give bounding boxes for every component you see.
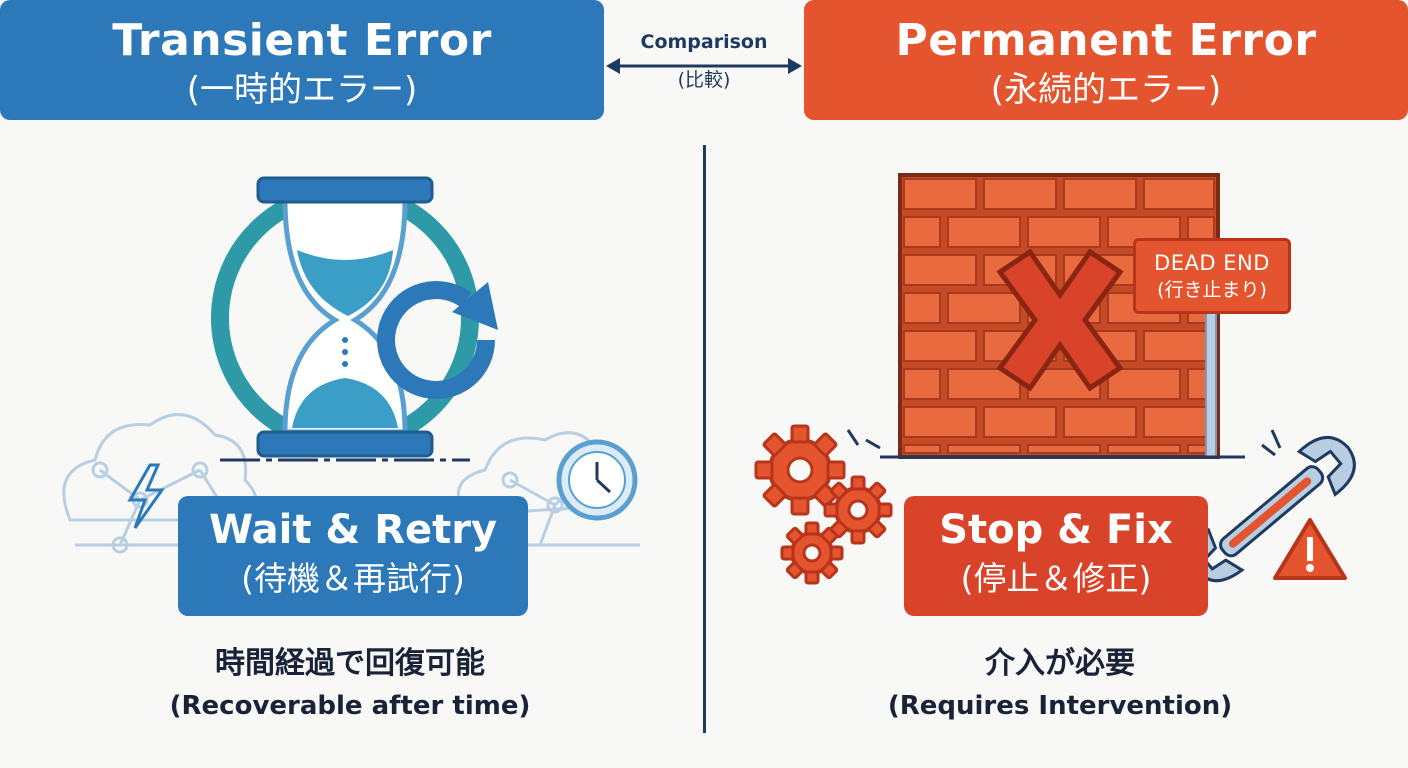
permanent-error-title: Permanent Error: [895, 15, 1317, 66]
brick: [983, 178, 1057, 210]
brick: [1107, 444, 1181, 454]
brick: [903, 330, 977, 362]
brick: [1027, 216, 1101, 248]
brick: [1063, 406, 1137, 438]
retry-arrow-icon: [377, 281, 498, 399]
brick: [903, 178, 977, 210]
brick: [947, 292, 1021, 324]
transient-error-header: Transient Error (一時的エラー): [0, 0, 604, 120]
brick: [947, 216, 1021, 248]
brick: [903, 216, 941, 248]
transient-error-subtitle: (一時的エラー): [186, 70, 418, 110]
permanent-caption-en: (Requires Intervention): [887, 691, 1233, 721]
wait-retry-label: Wait & Retry: [208, 507, 498, 553]
transient-error-title: Transient Error: [112, 15, 492, 66]
transient-caption-ja: 時間経過で回復可能: [215, 646, 485, 681]
double-arrow-icon: [606, 58, 802, 74]
brick: [1143, 330, 1215, 362]
permanent-error-subtitle: (永続的エラー): [990, 70, 1222, 110]
wrench-icon: [1191, 436, 1356, 583]
permanent-caption-ja: 介入が必要: [985, 646, 1135, 681]
wait-retry-badge: Wait & Retry (待機＆再試行): [178, 496, 528, 616]
brick: [903, 444, 941, 454]
x-mark-icon: [996, 248, 1124, 392]
dead-end-text-ja: (行き止まり): [1157, 279, 1267, 301]
dead-end-text: DEAD END: [1154, 251, 1270, 275]
sign-post: [1205, 311, 1217, 458]
comparison-text-ja: (比較): [677, 69, 731, 91]
brick: [1143, 406, 1215, 438]
brick: [983, 406, 1057, 438]
brick: [1063, 178, 1137, 210]
wait-retry-label-ja: (待機＆再試行): [241, 559, 465, 598]
clock-icon: [556, 439, 638, 521]
brick: [903, 406, 977, 438]
brick: [1143, 178, 1215, 210]
brick: [903, 368, 941, 400]
brick: [903, 292, 941, 324]
brick: [1107, 368, 1181, 400]
dead-end-sign: DEAD END (行き止まり): [1133, 238, 1291, 314]
spark-lines: [846, 429, 1282, 457]
transient-caption: 時間経過で回復可能 (Recoverable after time): [110, 642, 590, 726]
stop-fix-badge: Stop & Fix (停止＆修正): [904, 496, 1208, 616]
brick: [1027, 444, 1101, 454]
center-divider: [703, 145, 706, 733]
brick: [903, 254, 977, 286]
brick: [947, 444, 1021, 454]
stop-fix-label-ja: (停止＆修正): [960, 559, 1152, 598]
transient-caption-en: (Recoverable after time): [169, 691, 531, 721]
permanent-error-header: Permanent Error (永続的エラー): [804, 0, 1408, 120]
comparison-label: Comparison (比較): [604, 30, 804, 92]
hourglass-icon: [211, 176, 479, 462]
gear-icon: [780, 521, 844, 585]
permanent-caption: 介入が必要 (Requires Intervention): [820, 642, 1300, 726]
lightning-icon: [127, 463, 165, 529]
gear-icon: [823, 475, 893, 545]
gear-icon: [754, 424, 846, 516]
comparison-text: Comparison: [640, 31, 768, 53]
warning-icon: [1273, 518, 1347, 580]
stop-fix-label: Stop & Fix: [939, 507, 1173, 553]
